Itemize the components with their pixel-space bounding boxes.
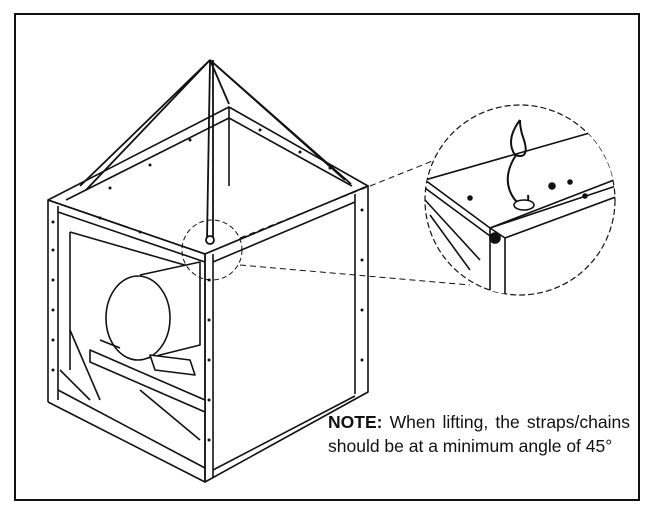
base-rails xyxy=(59,329,206,441)
detail-leader-bottom xyxy=(239,264,471,286)
detail-callout-marker xyxy=(181,219,243,281)
note-text: When lifting, the straps/chains should b… xyxy=(328,412,630,456)
detail-view xyxy=(424,104,616,296)
lifting-note: NOTE: When lifting, the straps/chains sh… xyxy=(328,410,630,458)
frame-holes xyxy=(51,128,364,442)
fan-motor xyxy=(105,261,201,376)
note-label: NOTE: xyxy=(328,412,383,432)
detail-leader-top xyxy=(239,159,436,239)
lifting-straps xyxy=(79,59,352,245)
